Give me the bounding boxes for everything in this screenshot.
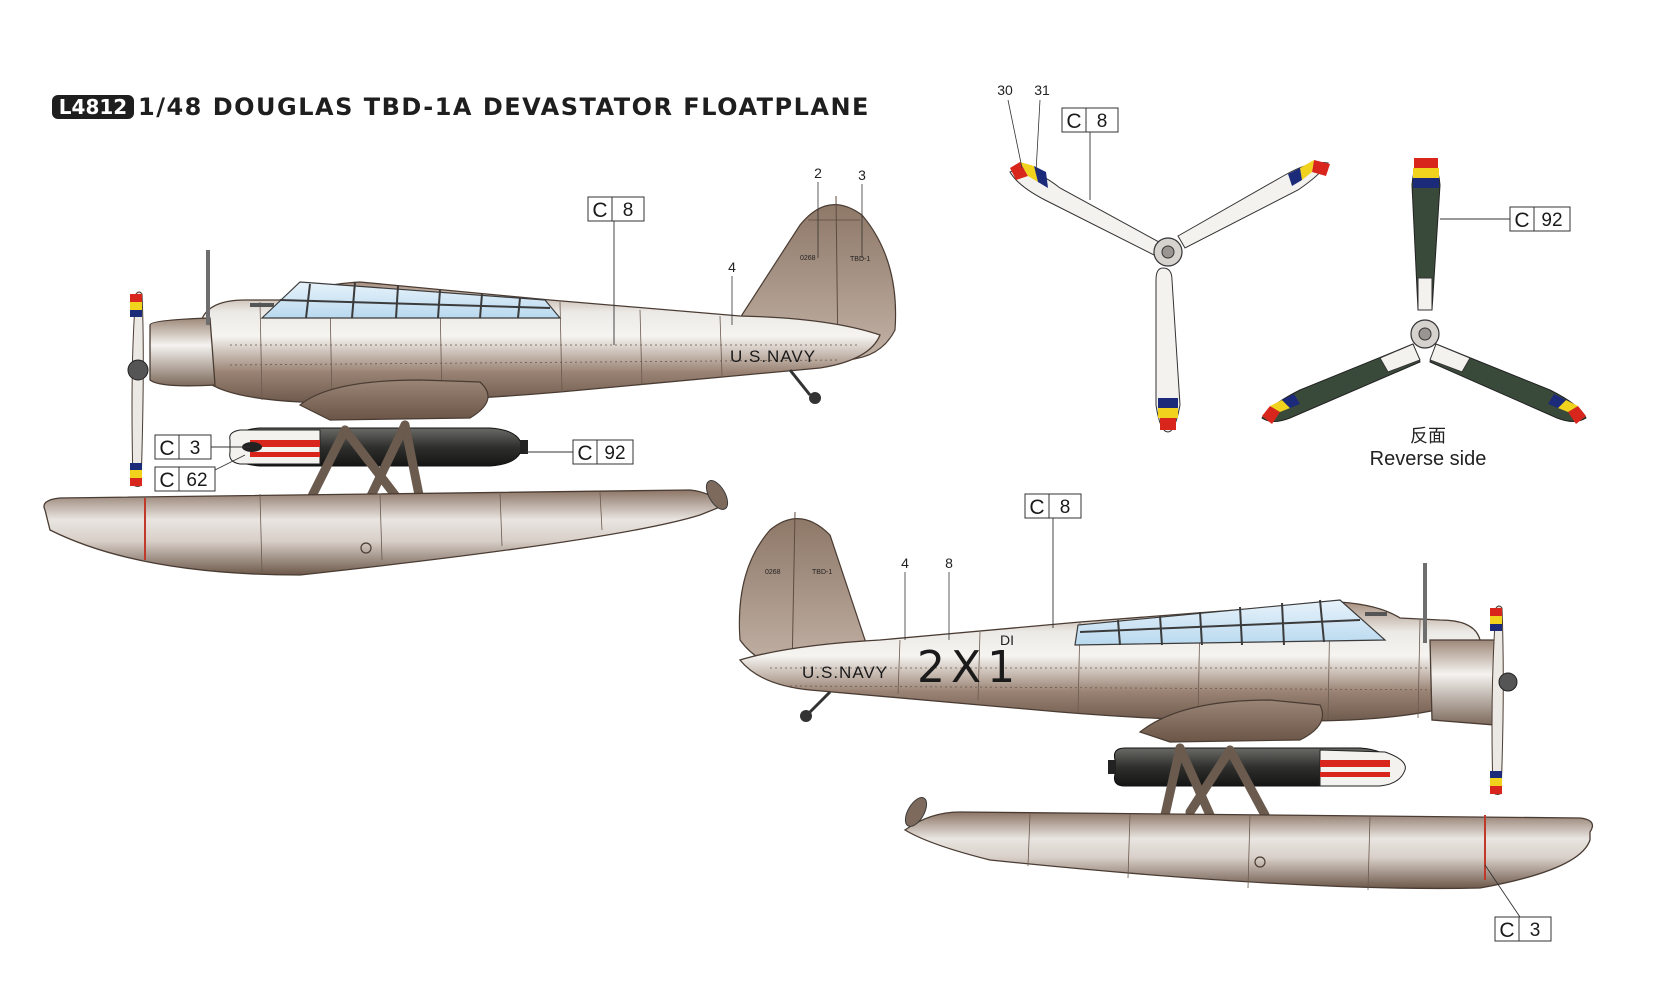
- callout-number: 8: [1097, 111, 1108, 132]
- marker-3: 3: [858, 167, 866, 183]
- callout-box: [1494, 916, 1552, 942]
- marker-8-right: 8: [945, 555, 953, 571]
- product-code-badge: [52, 95, 134, 119]
- torpedo-right: [1108, 747, 1406, 787]
- callout-number: 8: [1060, 497, 1071, 518]
- callout-number: 3: [1530, 920, 1541, 941]
- wing-right: [1138, 699, 1324, 743]
- callout-box: [572, 439, 634, 465]
- propeller-front-view: [1009, 160, 1330, 433]
- callout-number: 92: [604, 443, 625, 464]
- callout-box: [1061, 107, 1119, 133]
- callout-letter: C: [1029, 496, 1044, 519]
- antenna-mast: [206, 250, 210, 325]
- left-plane-markers: 2 3 4: [728, 165, 866, 325]
- callout-number: 92: [1541, 210, 1562, 231]
- right-plane-markers: 4 8: [901, 555, 953, 640]
- torpedo: [229, 427, 528, 467]
- propeller-reverse-view: [1261, 158, 1587, 424]
- float-struts-right: [1160, 743, 1270, 820]
- marker-4: 4: [728, 259, 736, 275]
- antenna-mast-right: [1423, 563, 1427, 643]
- callout-c92-prop: C 92: [1440, 206, 1571, 232]
- gun-right: [1365, 612, 1387, 616]
- sheet-title: 1/48 DOUGLAS TBD-1A DEVASTATOR FLOATPLAN…: [138, 93, 870, 121]
- callout-letter: C: [592, 199, 607, 222]
- us-navy-stencil: U.S.NAVY: [730, 347, 816, 366]
- left-propeller: [127, 291, 149, 487]
- type-stencil-right: TBD-1: [812, 569, 832, 576]
- product-code: L4812: [59, 95, 127, 119]
- us-navy-stencil-right: U.S.NAVY: [802, 663, 888, 682]
- tail-wheel: [809, 392, 821, 404]
- callout-letter: C: [577, 442, 592, 465]
- canopy: [260, 281, 562, 319]
- serial-stencil: 0268: [800, 255, 816, 262]
- right-propeller: [1490, 605, 1518, 795]
- callout-letter: C: [1066, 110, 1081, 133]
- callout-number: 8: [623, 200, 634, 221]
- type-stencil: TBD-1: [850, 256, 870, 263]
- callout-c92-left: C 92: [525, 439, 634, 465]
- left-profile-aircraft: U.S.NAVY 0268 TBD-1: [43, 195, 897, 576]
- tail-wheel-right: [800, 710, 812, 722]
- callout-number: 62: [186, 470, 207, 491]
- float-struts: [305, 420, 425, 505]
- small-code: DI: [1000, 632, 1014, 648]
- prop-markers: 30 31: [997, 82, 1050, 173]
- marker-30: 30: [997, 82, 1013, 98]
- callout-leader-line: [1484, 864, 1521, 918]
- gun: [250, 303, 274, 307]
- callout-letter: C: [159, 437, 174, 460]
- callout-letter: C: [159, 469, 174, 492]
- callout-c62-left: C 62: [154, 454, 246, 492]
- marker-2: 2: [814, 165, 822, 181]
- reverse-note-en: Reverse side: [1370, 448, 1487, 470]
- callout-box: [1509, 206, 1571, 232]
- callout-number: 3: [190, 438, 201, 459]
- callout-letter: C: [1514, 209, 1529, 232]
- engine-cowling-right: [1429, 639, 1501, 726]
- right-profile-aircraft: U.S.NAVY 2X1 DI 0268 TBD-1: [738, 511, 1594, 891]
- tail-code: 2X1: [917, 642, 1021, 693]
- marker-4-right: 4: [901, 555, 909, 571]
- callout-box: [1024, 493, 1082, 519]
- sheet-header: L4812 1/48 DOUGLAS TBD-1A DEVASTATOR FLO…: [52, 93, 870, 121]
- callout-box: [154, 466, 216, 492]
- wing: [298, 379, 489, 421]
- reverse-note-cn: 反面: [1410, 426, 1446, 447]
- callout-box: [154, 434, 212, 460]
- marker-31: 31: [1034, 82, 1050, 98]
- callout-box: [587, 196, 645, 222]
- canopy-right: [1074, 599, 1387, 646]
- callout-leader-line: [214, 454, 246, 471]
- callout-letter: C: [1499, 919, 1514, 942]
- serial-stencil-right: 0268: [765, 569, 781, 576]
- main-float: [43, 489, 727, 576]
- engine-cowling: [149, 317, 216, 387]
